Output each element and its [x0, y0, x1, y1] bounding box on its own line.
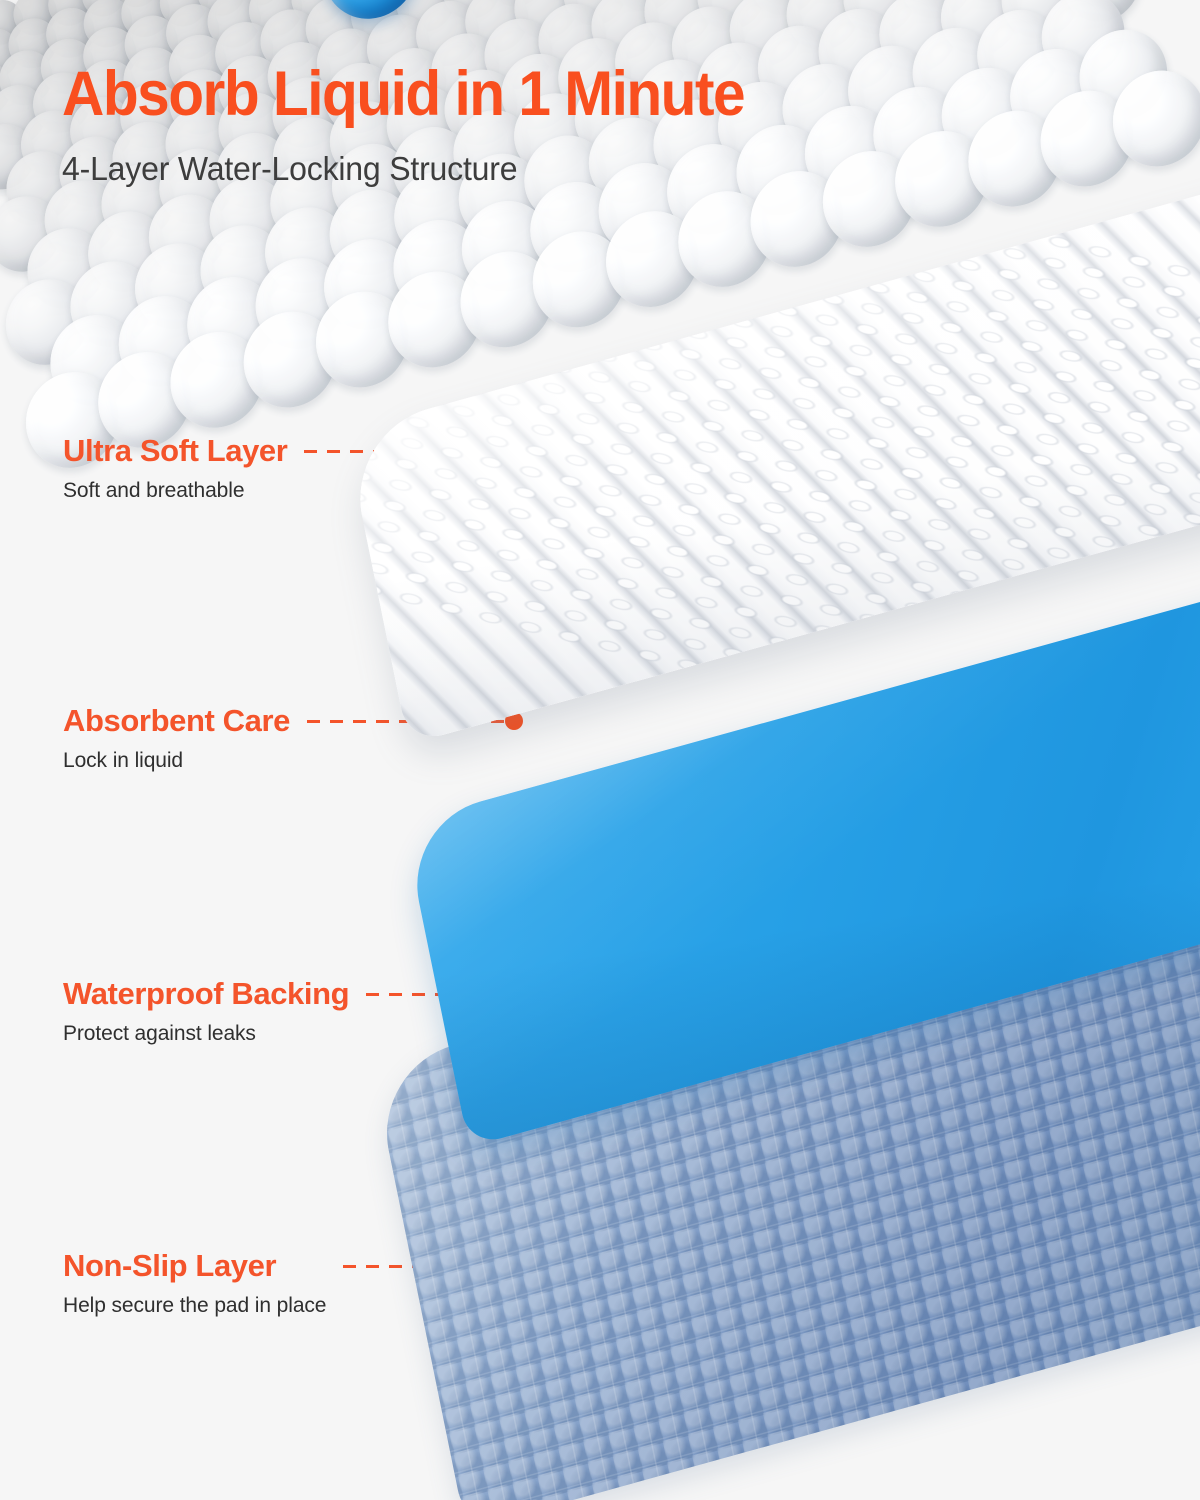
callout-subtitle-ultra-soft-layer: Soft and breathable [63, 479, 245, 502]
callout-title-ultra-soft-layer: Ultra Soft Layer [63, 433, 288, 468]
leader-dot-absorbent-care [505, 712, 523, 730]
callout-subtitle-non-slip-layer: Help secure the pad in place [63, 1294, 327, 1317]
callout-title-absorbent-care: Absorbent Care [63, 703, 290, 738]
callout-subtitle-absorbent-care: Lock in liquid [63, 749, 184, 772]
page-title: Absorb Liquid in 1 Minute [62, 59, 746, 129]
callout-title-waterproof-backing: Waterproof Backing [63, 976, 350, 1011]
callout-title-non-slip-layer: Non-Slip Layer [63, 1248, 277, 1283]
callout-subtitle-waterproof-backing: Protect against leaks [63, 1022, 256, 1045]
header-block: Absorb Liquid in 1 Minute 4-Layer Water-… [62, 59, 1062, 188]
page-subtitle: 4-Layer Water-Locking Structure [62, 149, 518, 187]
